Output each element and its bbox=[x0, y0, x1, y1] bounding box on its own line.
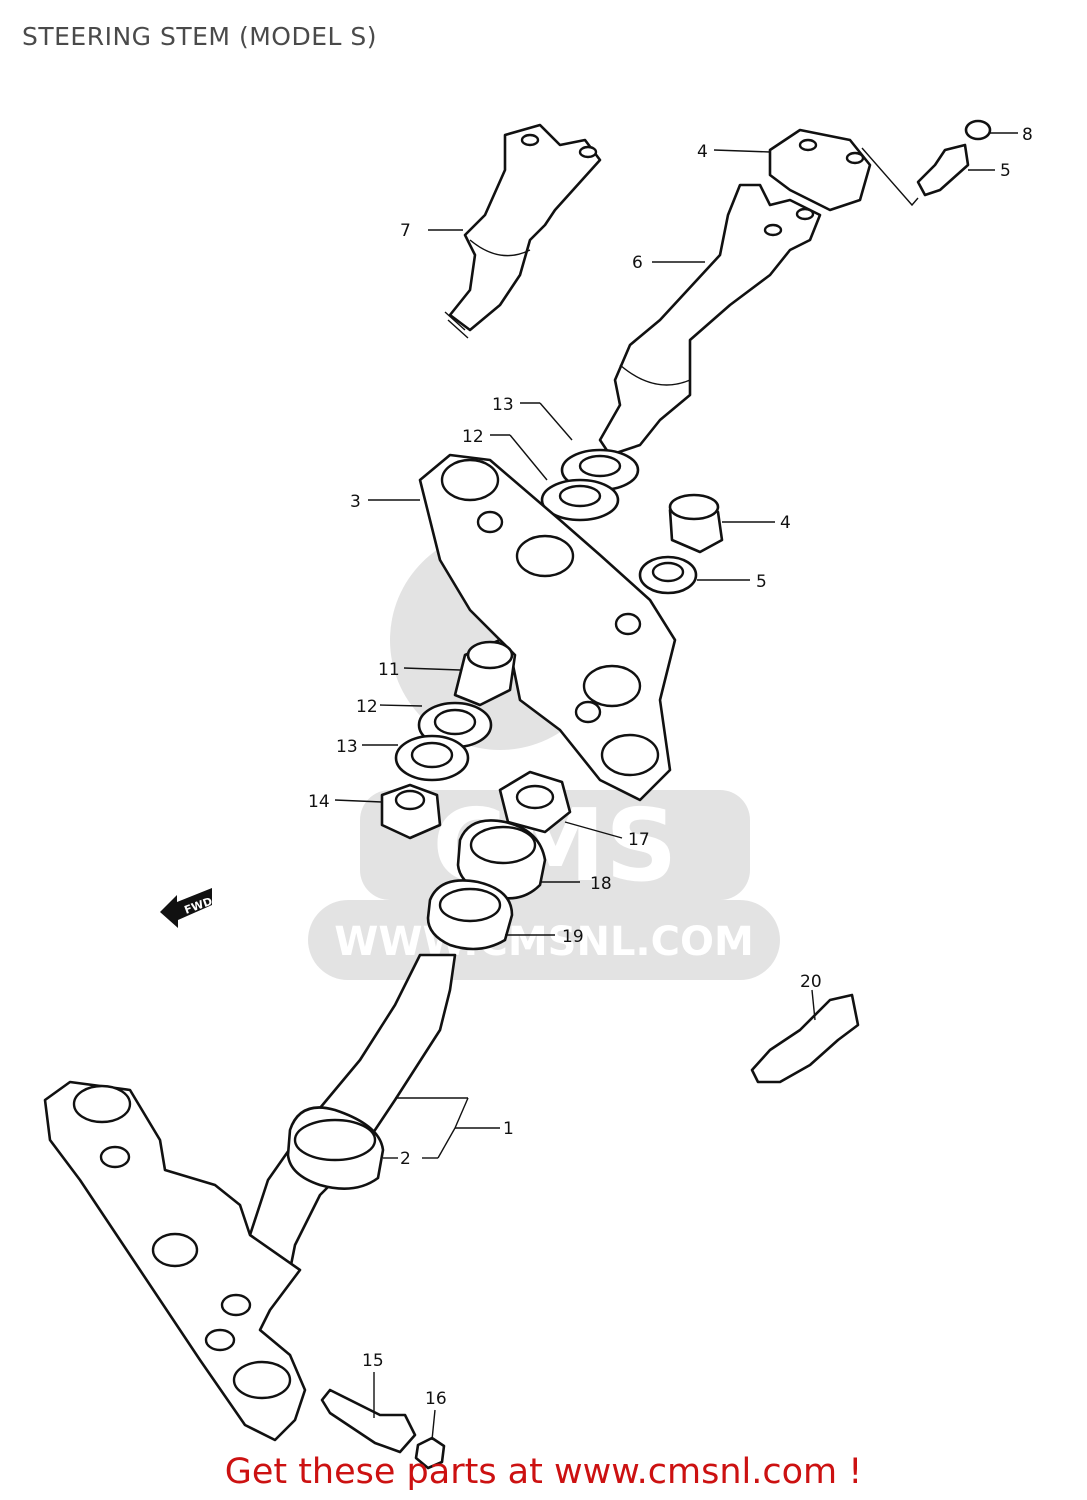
callout-16: 16 bbox=[425, 1389, 447, 1409]
callout-9: 6 bbox=[632, 253, 643, 273]
callout-2: 2 bbox=[400, 1149, 411, 1169]
callout-labels: 7 6 4 5 8 13 12 3 4 5 11 12 13 14 17 18 … bbox=[308, 125, 1033, 1409]
part-3-upper-bracket bbox=[418, 453, 677, 802]
part-20-switch bbox=[750, 993, 860, 1084]
footer-parts-link[interactable]: Get these parts at www.cmsnl.com ! bbox=[224, 1452, 863, 1492]
page-title: STEERING STEM (MODEL S) bbox=[22, 22, 377, 51]
part-12-washer-upper bbox=[540, 478, 620, 522]
callout-19: 19 bbox=[562, 927, 584, 947]
part-11-spacer bbox=[453, 638, 517, 707]
callout-13-upper: 13 bbox=[492, 395, 514, 415]
callout-3: 3 bbox=[350, 492, 361, 512]
callout-5: 5 bbox=[756, 572, 767, 592]
leader-lines bbox=[334, 132, 1018, 1441]
callout-20: 20 bbox=[800, 972, 822, 992]
callout-13-lower: 13 bbox=[336, 737, 358, 757]
watermark-logo-bg bbox=[360, 790, 750, 900]
callout-11: 11 bbox=[378, 660, 400, 680]
callout-15: 15 bbox=[362, 1351, 384, 1371]
callout-8: 8 bbox=[1022, 125, 1033, 145]
callout-6: 4 bbox=[697, 142, 708, 162]
callout-12-lower: 12 bbox=[356, 697, 378, 717]
part-9-handlebar bbox=[598, 183, 822, 457]
part-18-bearing bbox=[456, 819, 547, 900]
part-14-nut bbox=[380, 783, 442, 840]
callout-14: 14 bbox=[308, 792, 330, 812]
callout-7: 5 bbox=[1000, 161, 1011, 181]
watermark-url-text: WWW.CMSNL.COM bbox=[334, 919, 754, 965]
part-5-washer bbox=[638, 555, 698, 595]
callout-4: 4 bbox=[780, 513, 791, 533]
fwd-arrow-icon: FWD bbox=[160, 888, 214, 928]
part-4-cap-nut bbox=[668, 493, 724, 554]
part-2-bearing bbox=[286, 1106, 385, 1191]
callout-10: 7 bbox=[400, 221, 411, 241]
callout-12-upper: 12 bbox=[462, 427, 484, 447]
callout-1: 1 bbox=[503, 1119, 514, 1139]
part-1-steering-stem bbox=[43, 953, 457, 1442]
part-6-clamp bbox=[768, 128, 872, 212]
callout-18: 18 bbox=[590, 874, 612, 894]
part-15-bolt bbox=[320, 1388, 417, 1454]
part-7-bolt bbox=[916, 143, 970, 197]
part-8-cap bbox=[964, 119, 992, 141]
callout-17: 17 bbox=[628, 830, 650, 850]
part-19-seal bbox=[426, 879, 514, 951]
part-10-handlebar-alt bbox=[444, 123, 602, 339]
part-13-washer-lower bbox=[394, 734, 470, 782]
